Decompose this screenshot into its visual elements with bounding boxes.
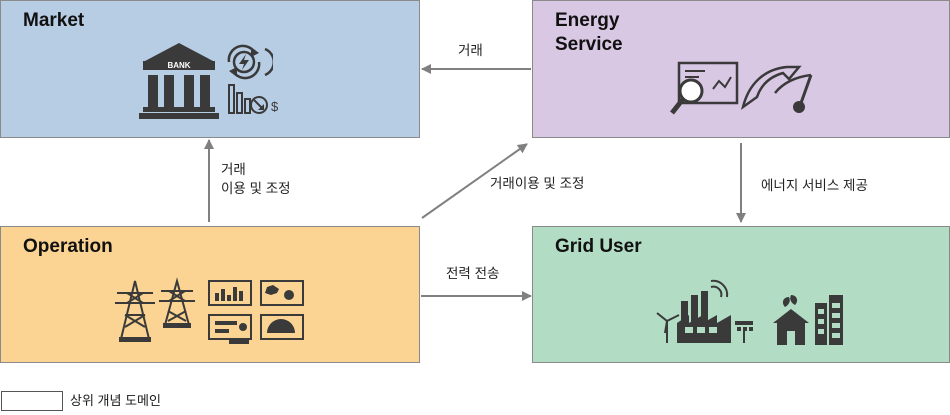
grid-user-title: Grid User <box>555 236 642 257</box>
edge-label-energy-to-grid: 에너지 서비스 제공 <box>761 178 868 193</box>
operation-title: Operation <box>23 236 113 257</box>
smart-factory-icon <box>656 279 753 343</box>
operation-domain-box: Operation <box>0 226 420 363</box>
energy-exchange-icon <box>227 44 273 80</box>
legend-swatch <box>1 391 63 411</box>
transmission-tower-icon <box>115 277 195 342</box>
edge-label-operation-to-grid: 전력 전송 <box>446 266 500 281</box>
edge-label-operation-to-market: 거래 이용 및 조정 <box>221 162 291 196</box>
edge-label-energy-to-market: 거래 <box>458 43 483 58</box>
energy-service-domain-box: Energy Service <box>532 0 950 138</box>
grid-user-domain-box: Grid User <box>532 226 950 363</box>
analytics-magnifier-icon <box>670 61 739 115</box>
market-title: Market <box>23 10 85 31</box>
operation-dashboard-icon <box>208 280 304 344</box>
smart-home-building-icon <box>773 295 843 345</box>
market-domain-box: Market BANK $ <box>0 0 420 138</box>
svg-text:$: $ <box>271 99 279 114</box>
bank-sign-text: BANK <box>167 61 190 70</box>
edge-label-operation-to-energy: 거래이용 및 조정 <box>490 176 585 191</box>
legend-label: 상위 개념 도메인 <box>70 393 161 408</box>
bank-icon: BANK <box>139 43 219 119</box>
energy-service-title: Energy Service <box>555 10 623 55</box>
price-decline-icon: $ <box>228 84 279 114</box>
speed-gauge-icon <box>740 65 813 113</box>
arrow-operation-to-energy <box>421 143 528 219</box>
